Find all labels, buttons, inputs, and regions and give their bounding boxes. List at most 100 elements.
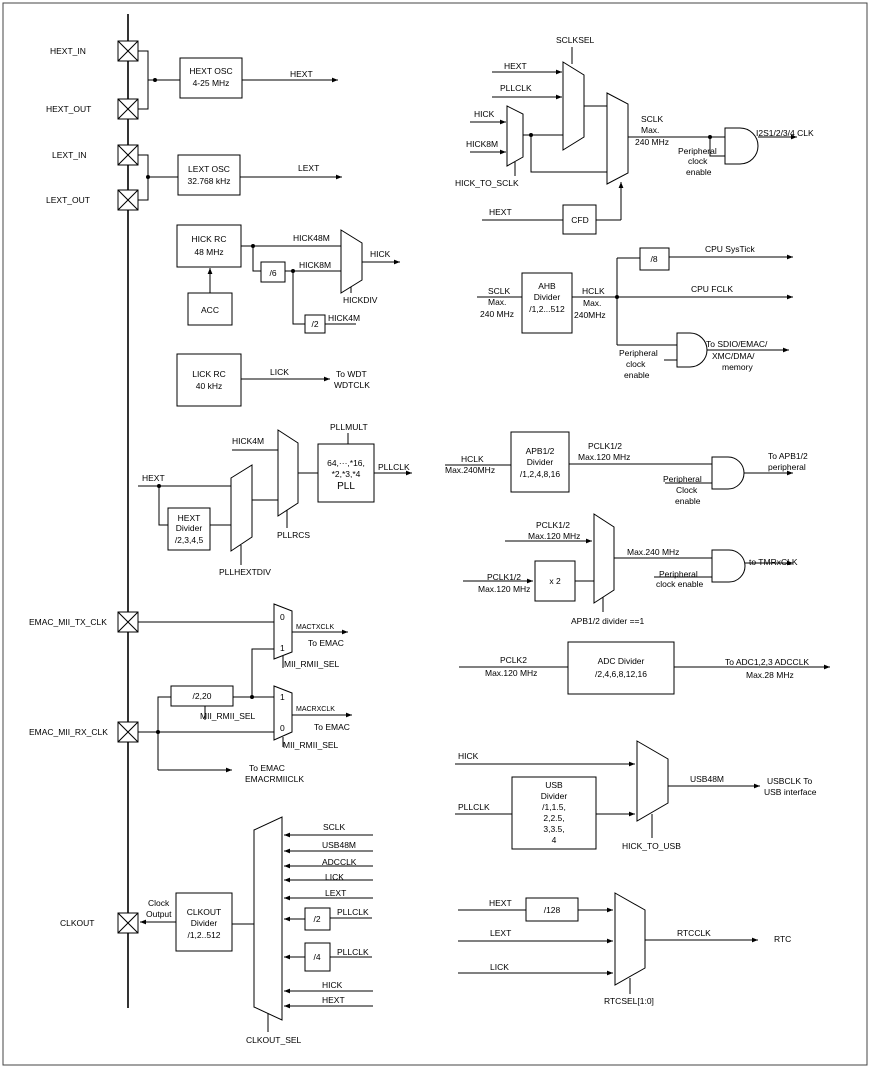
- tmr-block: PCLK1/2 Max.120 MHz PCLK1/2 Max.120 MHz …: [463, 513, 798, 626]
- svg-text:To EMAC: To EMAC: [314, 722, 350, 732]
- svg-text:peripheral: peripheral: [768, 462, 806, 472]
- pin-hext-out: HEXT_OUT: [46, 104, 91, 114]
- svg-text:ACC: ACC: [201, 305, 219, 315]
- usb-block: HICK PLLCLK USB Divider /1,1.5, 2,2.5, 3…: [455, 740, 817, 851]
- lext-osc: LEXT OSC 32.768 kHz LEXT: [138, 154, 342, 201]
- svg-text:Max.: Max.: [583, 298, 601, 308]
- svg-text:HICK_TO_SCLK: HICK_TO_SCLK: [455, 178, 519, 188]
- svg-text:/2: /2: [311, 319, 318, 329]
- svg-text:ADC Divider: ADC Divider: [598, 656, 645, 666]
- svg-text:PLL: PLL: [337, 481, 355, 492]
- svg-text:Max.: Max.: [488, 297, 506, 307]
- svg-text:To APB1/2: To APB1/2: [768, 451, 808, 461]
- emac-block: 0 1 MACTXCLK To EMAC MII_RMII_SEL /2,20 …: [138, 603, 352, 784]
- svg-text:MII_RMII_SEL: MII_RMII_SEL: [200, 711, 256, 721]
- svg-text:HEXT OSC: HEXT OSC: [189, 66, 232, 76]
- svg-text:/4: /4: [313, 952, 320, 962]
- svg-text:*2,*3,*4: *2,*3,*4: [332, 469, 361, 479]
- svg-text:PCLK1/2: PCLK1/2: [588, 441, 622, 451]
- svg-text:To SDIO/EMAC/: To SDIO/EMAC/: [706, 339, 768, 349]
- svg-text:2,2.5,: 2,2.5,: [543, 813, 564, 823]
- svg-text:RTC: RTC: [774, 934, 791, 944]
- svg-text:PLLCLK: PLLCLK: [378, 462, 410, 472]
- pad-lext-out: [117, 189, 139, 211]
- svg-text:32.768 kHz: 32.768 kHz: [188, 176, 231, 186]
- pad-emac-rx: [117, 721, 139, 743]
- svg-text:MACTXCLK: MACTXCLK: [296, 624, 334, 631]
- svg-text:SCLK: SCLK: [323, 822, 346, 832]
- svg-text:CLKOUT_SEL: CLKOUT_SEL: [246, 1035, 302, 1045]
- svg-text:LICK: LICK: [490, 962, 509, 972]
- pin-emac-rx: EMAC_MII_RX_CLK: [29, 727, 108, 737]
- svg-text:To EMAC: To EMAC: [308, 638, 344, 648]
- svg-text:HEXT: HEXT: [290, 69, 313, 79]
- svg-text:HICK: HICK: [370, 249, 391, 259]
- svg-text:HEXT: HEXT: [504, 61, 527, 71]
- svg-text:Peripheral: Peripheral: [678, 146, 717, 156]
- svg-text:SCLK: SCLK: [641, 114, 664, 124]
- svg-text:/1,2...512: /1,2...512: [529, 304, 565, 314]
- svg-text:EMACRMIICLK: EMACRMIICLK: [245, 774, 304, 784]
- svg-text:/2,4,6,8,12,16: /2,4,6,8,12,16: [595, 669, 647, 679]
- svg-text:/1,1.5,: /1,1.5,: [542, 802, 566, 812]
- svg-text:PLLCLK: PLLCLK: [500, 83, 532, 93]
- svg-text:HEXT: HEXT: [489, 207, 512, 217]
- apb-block: HCLK Max.240MHz APB1/2 Divider /1,2,4,8,…: [445, 431, 808, 506]
- svg-text:Divider: Divider: [191, 918, 218, 928]
- hext-osc: HEXT OSC 4-25 MHz HEXT: [138, 50, 338, 110]
- svg-text:/1,2,4,8,16: /1,2,4,8,16: [520, 469, 560, 479]
- svg-text:Max.240 MHz: Max.240 MHz: [627, 547, 679, 557]
- svg-text:PCLK1/2: PCLK1/2: [487, 572, 521, 582]
- ahb-block: SCLK Max. 240 MHz AHB Divider /1,2...512…: [477, 244, 793, 380]
- svg-text:Peripheral: Peripheral: [659, 569, 698, 579]
- svg-text:HEXT: HEXT: [489, 898, 512, 908]
- svg-text:HEXT: HEXT: [322, 995, 345, 1005]
- svg-text:HICK4M: HICK4M: [232, 436, 264, 446]
- svg-text:Peripheral: Peripheral: [663, 474, 702, 484]
- svg-text:enable: enable: [624, 370, 650, 380]
- svg-text:3,3.5,: 3,3.5,: [543, 824, 564, 834]
- svg-text:MII_RMII_SEL: MII_RMII_SEL: [284, 659, 340, 669]
- svg-text:Divider: Divider: [541, 791, 568, 801]
- svg-text:Max.28 MHz: Max.28 MHz: [746, 670, 794, 680]
- svg-text:PCLK1/2: PCLK1/2: [536, 520, 570, 530]
- svg-text:CLKOUT: CLKOUT: [187, 907, 221, 917]
- svg-text:clock: clock: [688, 156, 708, 166]
- svg-text:0: 0: [280, 612, 285, 622]
- svg-text:Max.240MHz: Max.240MHz: [445, 465, 495, 475]
- svg-text:Max.120 MHz: Max.120 MHz: [578, 452, 630, 462]
- pin-clkout: CLKOUT: [60, 918, 94, 928]
- svg-text:PLLCLK: PLLCLK: [337, 907, 369, 917]
- svg-text:/2,3,4,5: /2,3,4,5: [175, 535, 204, 545]
- lick-rc: LICK RC 40 kHz LICK To WDT WDTCLK: [176, 353, 370, 407]
- svg-text:Clock: Clock: [676, 485, 698, 495]
- pin-hext-in: HEXT_IN: [50, 46, 86, 56]
- svg-text:HICK: HICK: [322, 980, 343, 990]
- svg-text:CFD: CFD: [571, 215, 588, 225]
- svg-text:/6: /6: [269, 268, 276, 278]
- svg-text:PLLCLK: PLLCLK: [337, 947, 369, 957]
- svg-text:/1,2..512: /1,2..512: [187, 930, 220, 940]
- svg-text:/128: /128: [544, 905, 561, 915]
- svg-text:240 MHz: 240 MHz: [635, 137, 669, 147]
- svg-text:to TMRxCLK: to TMRxCLK: [749, 557, 798, 567]
- svg-text:Max.120 MHz: Max.120 MHz: [478, 584, 530, 594]
- svg-text:enable: enable: [686, 167, 712, 177]
- svg-text:clock enable: clock enable: [656, 579, 704, 589]
- svg-text:MII_RMII_SEL: MII_RMII_SEL: [283, 740, 339, 750]
- pad-lext-in: [117, 144, 139, 166]
- svg-text:Clock: Clock: [148, 898, 170, 908]
- svg-text:USB48M: USB48M: [690, 774, 724, 784]
- svg-text:enable: enable: [675, 496, 701, 506]
- svg-text:RTCSEL[1:0]: RTCSEL[1:0]: [604, 996, 654, 1006]
- clkout-block: CLKOUT_SEL SCLK USB48M ADCCLK LICK LEXT …: [140, 816, 373, 1045]
- svg-text:CPU FCLK: CPU FCLK: [691, 284, 733, 294]
- svg-text:HICKDIV: HICKDIV: [343, 295, 378, 305]
- svg-text:HEXT: HEXT: [142, 473, 165, 483]
- svg-text:240 MHz: 240 MHz: [480, 309, 514, 319]
- svg-text:USB: USB: [545, 780, 563, 790]
- pad-hext-in: [117, 40, 139, 62]
- pad-hext-out: [117, 98, 139, 120]
- svg-text:/2,20: /2,20: [193, 691, 212, 701]
